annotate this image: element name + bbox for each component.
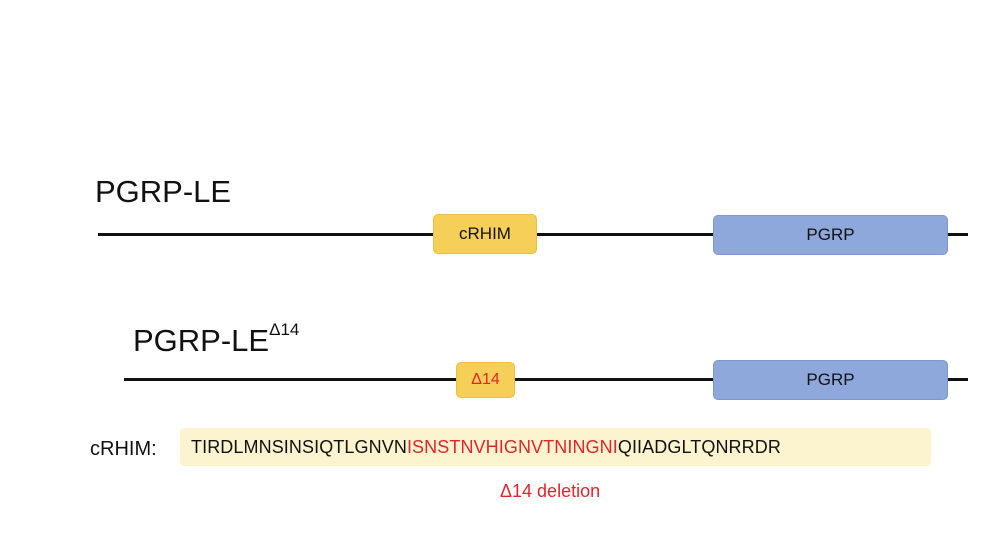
sequence-deleted-region: ISNSTNVHIGNVTNINGNI	[406, 436, 618, 457]
pgrp-domain-label: PGRP	[806, 370, 855, 389]
sequence-prefix: TIRDLMNSINSIQTLGNVN	[191, 436, 407, 457]
sequence-label: cRHIM:	[90, 438, 157, 460]
wild-type-crhim-domain: cRHIM	[433, 214, 537, 254]
mutant-title-text: PGRP-LE	[133, 323, 270, 358]
sequence-suffix: QIIADGLTQNRRDR	[617, 436, 781, 457]
mutant-pgrp-domain: PGRP	[713, 360, 948, 400]
mutant-title: PGRP-LEΔ14	[133, 321, 299, 358]
wild-type-title: PGRP-LE	[95, 174, 232, 209]
mutant-title-superscript: Δ14	[269, 320, 300, 339]
wild-type-pgrp-domain: PGRP	[713, 215, 948, 255]
deletion-note: Δ14 deletion	[500, 481, 601, 501]
crhim-domain-label: cRHIM	[459, 224, 511, 243]
deletion-domain-label: Δ14	[471, 371, 500, 388]
mutant-deletion-domain: Δ14	[456, 362, 515, 398]
pgrp-domain-label: PGRP	[806, 225, 855, 244]
mutant-backbone	[124, 378, 968, 381]
